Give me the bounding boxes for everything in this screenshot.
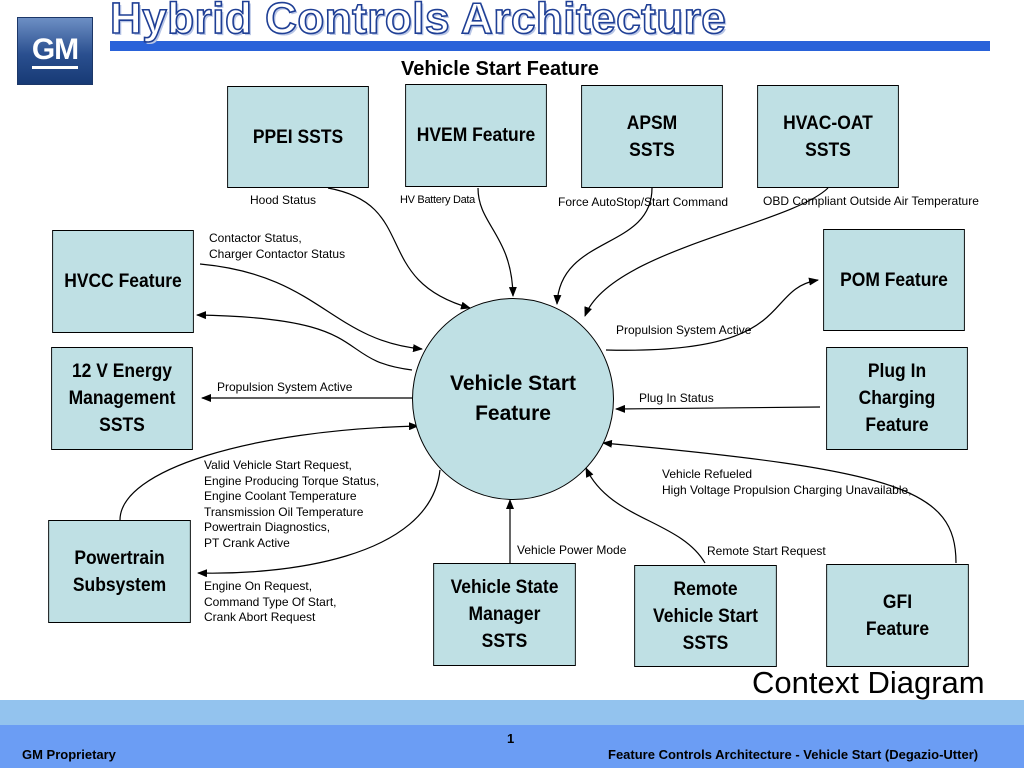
footer-proprietary: GM Proprietary [22, 747, 116, 762]
arrow-pom [605, 277, 819, 351]
arrow-plug-status [615, 404, 821, 413]
arrow-powertrain-out [197, 469, 441, 578]
gm-logo-text: GM [31, 33, 79, 69]
vehicle-state-manager-ssts-box: Vehicle State Manager SSTS [433, 563, 576, 666]
gfi-feature-box: GFI Feature [826, 564, 969, 667]
diagram-subtitle: Vehicle Start Feature [401, 58, 599, 80]
powertrain-subsystem-box: Powertrain Subsystem [48, 520, 191, 623]
arrow-hv-battery [477, 187, 517, 297]
arrow-hvcc-back [196, 311, 413, 371]
arrow-hood-status [327, 187, 471, 310]
arrow-force-autostop [553, 187, 653, 305]
remote-vehicle-start-ssts-box: Remote Vehicle Start SSTS [634, 565, 777, 667]
signal-remote-start-request: Remote Start Request [707, 544, 826, 558]
signal-obd-temperature: OBD Compliant Outside Air Temperature [763, 194, 979, 208]
arrow-vehicle-refueled [602, 439, 957, 564]
vehicle-start-feature-node: Vehicle Start Feature [412, 298, 614, 500]
ppei-ssts-box: PPEI SSTS [227, 86, 369, 188]
signal-plug-in-status: Plug In Status [639, 391, 714, 405]
signal-force-autostop: Force AutoStop/Start Command [558, 195, 729, 209]
title-underline-bar [110, 41, 990, 51]
arrow-remote-start [585, 467, 706, 564]
hvac-oat-ssts-box: HVAC-OAT SSTS [757, 85, 899, 188]
plug-in-charging-feature-box: Plug In Charging Feature [826, 347, 968, 450]
footer-band-light [0, 700, 1024, 725]
pom-feature-box: POM Feature [823, 229, 965, 331]
apsm-ssts-box: APSM SSTS [581, 85, 723, 188]
signal-hv-battery-data: HV Battery Data [400, 194, 475, 206]
signal-powertrain-outputs: Engine On Request, Command Type Of Start… [204, 579, 337, 624]
hvcc-feature-box: HVCC Feature [52, 230, 194, 333]
page-title: Hybrid Controls Architecture [109, 0, 727, 44]
footer-document-title: Feature Controls Architecture - Vehicle … [608, 747, 979, 762]
signal-hood-status: Hood Status [250, 193, 317, 207]
arrow-contactor [199, 263, 423, 353]
signal-powertrain-inputs: Valid Vehicle Start Request, Engine Prod… [204, 458, 380, 550]
footer-band-dark [0, 725, 1024, 768]
signal-contactor-status: Contactor Status, Charger Contactor Stat… [209, 231, 346, 261]
context-diagram-label: Context Diagram [752, 665, 985, 700]
signal-vehicle-refueled: Vehicle Refueled High Voltage Propulsion… [662, 467, 912, 497]
gm-logo: GM [17, 17, 93, 85]
signal-propulsion-active-pom: Propulsion System Active [616, 323, 752, 337]
hvem-feature-box: HVEM Feature [405, 84, 547, 187]
signal-vehicle-power-mode: Vehicle Power Mode [517, 543, 627, 557]
energy-management-ssts-box: 12 V Energy Management SSTS [51, 347, 193, 450]
signal-propulsion-active-energy: Propulsion System Active [217, 380, 353, 394]
footer-page-number: 1 [507, 731, 515, 746]
arrow-powertrain-in [119, 422, 419, 521]
arrow-obd-temp [584, 187, 829, 317]
